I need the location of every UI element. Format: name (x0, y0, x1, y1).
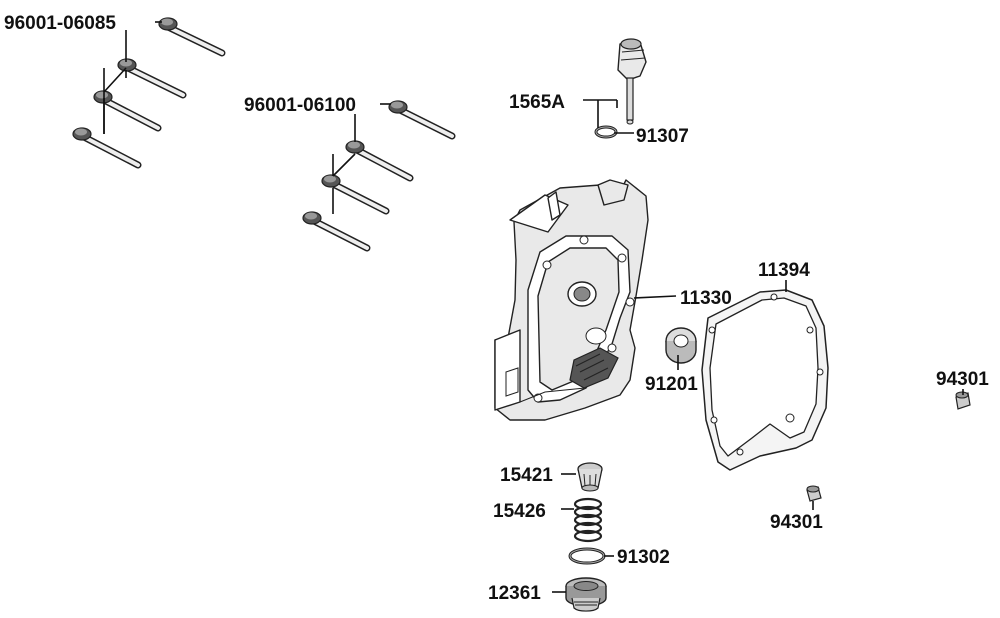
oil-level-gauge (617, 38, 647, 125)
bolt-a2 (117, 58, 187, 99)
label-15426: 15426 (493, 501, 546, 522)
leader-11330 (633, 295, 677, 299)
bolt-set-a (72, 17, 226, 169)
bolt-b1 (388, 100, 456, 140)
bolt-a4 (72, 127, 142, 169)
label-11394: 11394 (758, 260, 810, 281)
label-12361: 12361 (488, 583, 541, 604)
leader-1565a (583, 99, 618, 128)
strainer-spring (573, 497, 603, 543)
label-94301-right: 94301 (936, 369, 989, 390)
label-91302: 91302 (617, 547, 670, 568)
label-96001-06085: 96001-06085 (4, 13, 116, 34)
bolt-b3 (321, 174, 390, 215)
label-91201: 91201 (645, 374, 698, 395)
bolt-a1 (158, 17, 226, 57)
label-1565a: 1565A (509, 92, 565, 113)
label-11330: 11330 (680, 288, 732, 309)
dowel-pin-right (955, 391, 971, 410)
oring-91302 (568, 547, 606, 565)
oil-seal (665, 327, 697, 364)
crankcase-cover (494, 179, 649, 421)
label-96001-06100: 96001-06100 (244, 95, 356, 116)
bolt-b2 (345, 140, 414, 182)
label-91307: 91307 (636, 126, 689, 147)
label-94301-bottom: 94301 (770, 512, 823, 533)
bolt-b4 (302, 211, 371, 252)
bolt-a3 (93, 90, 162, 132)
bolt-set-b (302, 100, 456, 252)
oil-strainer (577, 462, 603, 492)
cover-gasket (701, 289, 829, 471)
label-15421: 15421 (500, 465, 553, 486)
dowel-pin-bottom (806, 485, 822, 502)
oring-91307 (594, 125, 618, 139)
drain-plug (565, 577, 607, 612)
